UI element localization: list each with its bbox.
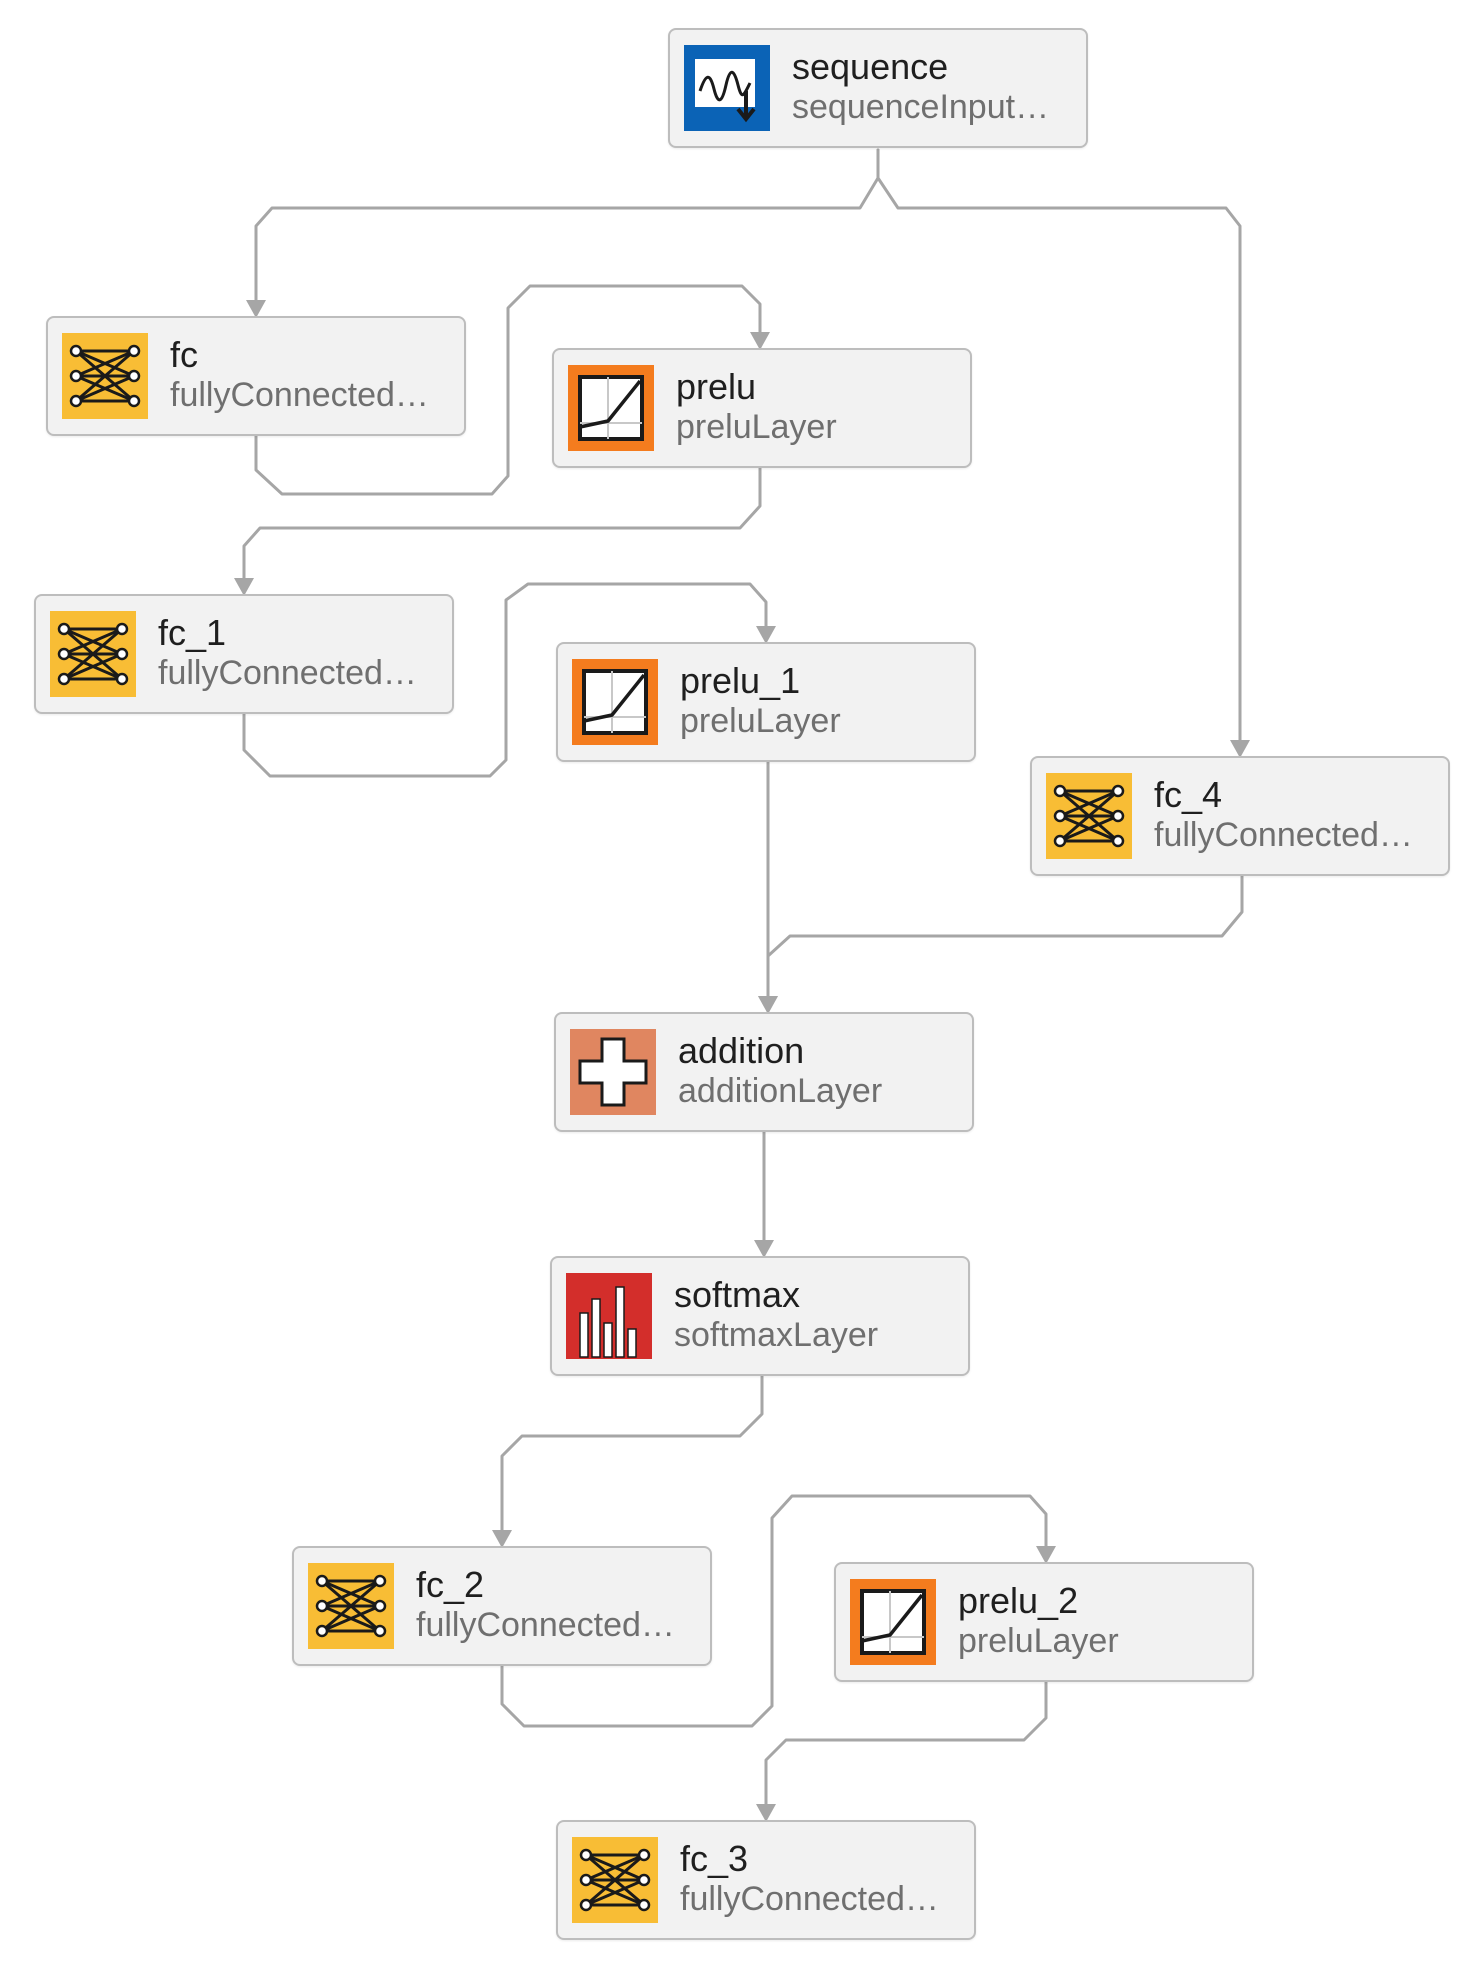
layer-type: sequenceInput…: [792, 88, 1050, 126]
layer-name: sequence: [792, 46, 949, 87]
layer-type: fullyConnected…: [158, 654, 417, 692]
edge-sequence-to-fc: [246, 148, 880, 318]
arrowhead: [756, 1804, 776, 1822]
layer-type: softmaxLayer: [674, 1316, 879, 1354]
arrowhead: [758, 996, 778, 1014]
layer-name: fc: [170, 334, 199, 375]
edge-line: [500, 1494, 1048, 1728]
layer-name: prelu_1: [680, 660, 801, 701]
arrowhead: [1036, 1546, 1056, 1564]
layer-name: prelu: [676, 366, 757, 407]
layer-name: addition: [678, 1030, 805, 1071]
edge-line: [242, 466, 762, 584]
layer-type: preluLayer: [680, 702, 841, 740]
arrowhead: [246, 300, 266, 318]
edge-fc-2-to-prelu-2: [500, 1494, 1056, 1728]
edge-fc-1-to-prelu-1: [242, 582, 776, 778]
edge-fc-4-to-addition: [758, 874, 1244, 1014]
layer-type: preluLayer: [958, 1622, 1119, 1660]
fully-connected-icon: [572, 1837, 658, 1923]
layer-type: additionLayer: [678, 1072, 883, 1110]
softmax-icon: [566, 1273, 652, 1359]
layer-name: fc_4: [1154, 774, 1223, 815]
fully-connected-icon: [62, 333, 148, 419]
layer-name: fc_1: [158, 612, 227, 653]
arrowhead: [492, 1530, 512, 1548]
layer-type: fullyConnected…: [680, 1880, 939, 1918]
prelu-icon: [572, 659, 658, 745]
layer-name: fc_2: [416, 1564, 485, 1605]
layer-type: fullyConnected…: [416, 1606, 675, 1644]
edge-line: [766, 874, 1244, 1002]
addition-icon: [570, 1029, 656, 1115]
layer-type: preluLayer: [676, 408, 837, 446]
layer-name: fc_3: [680, 1838, 749, 1879]
edge-line: [876, 148, 1242, 746]
edge-line: [254, 148, 880, 306]
layer-name: softmax: [674, 1274, 801, 1315]
fully-connected-icon: [1046, 773, 1132, 859]
sequence-input-icon: [684, 45, 770, 131]
layer-type: fullyConnected…: [1154, 816, 1413, 854]
edge-addition-to-softmax: [754, 1130, 774, 1258]
layer-type: fullyConnected…: [170, 376, 429, 414]
fully-connected-icon: [50, 611, 136, 697]
layer-name: prelu_2: [958, 1580, 1079, 1621]
arrowhead: [750, 332, 770, 350]
edge-line: [242, 582, 768, 778]
arrowhead: [1230, 740, 1250, 758]
edge-line: [500, 1374, 764, 1536]
arrowhead: [756, 626, 776, 644]
edge-prelu-to-fc-1: [234, 466, 762, 596]
edge-line: [764, 1680, 1048, 1810]
edge-fc-to-prelu: [254, 284, 770, 496]
arrowhead: [234, 578, 254, 596]
edge-line: [254, 284, 762, 496]
arrowhead: [754, 1240, 774, 1258]
fully-connected-icon: [308, 1563, 394, 1649]
prelu-icon: [850, 1579, 936, 1665]
edge-sequence-to-fc-4: [876, 148, 1250, 758]
prelu-icon: [568, 365, 654, 451]
edge-softmax-to-fc-2: [492, 1374, 764, 1548]
edge-prelu-2-to-fc-3: [756, 1680, 1048, 1822]
